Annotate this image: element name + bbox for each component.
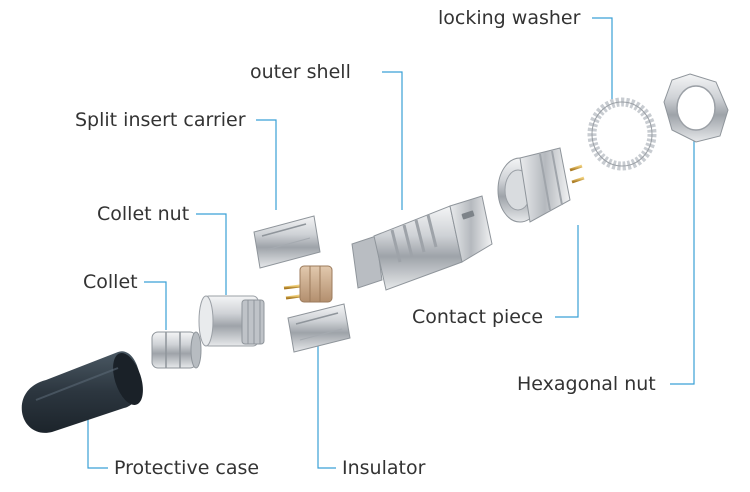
split-insert-carrier-lower [287, 303, 351, 353]
collet-nut [198, 295, 265, 347]
leader-hexagonal-nut [670, 130, 695, 385]
leader-locking-washer [592, 17, 613, 100]
label-collet-nut: Collet nut [97, 203, 189, 225]
label-insulator: Insulator [342, 457, 426, 479]
insulator [283, 265, 344, 303]
label-hexagonal-nut: Hexagonal nut [517, 373, 656, 395]
contact-piece [497, 147, 585, 223]
leader-collet [144, 281, 167, 330]
leader-split-insert-carrier [256, 119, 277, 210]
leader-lines [87, 17, 695, 469]
protective-case [21, 351, 143, 433]
split-insert-carrier-upper [253, 215, 321, 269]
leader-contact-piece [555, 225, 579, 318]
label-protective-case: Protective case [114, 457, 259, 479]
label-split-insert-carrier: Split insert carrier [75, 109, 246, 131]
leader-collet-nut [196, 213, 227, 295]
hexagonal-nut [663, 73, 729, 143]
outer-shell [351, 195, 493, 291]
leader-protective-case [87, 418, 108, 469]
label-locking-washer: locking washer [438, 7, 581, 29]
leader-outer-shell [382, 71, 403, 210]
leader-insulator [317, 340, 336, 469]
label-collet: Collet [83, 271, 138, 293]
labels: locking washer outer shell Split insert … [75, 7, 656, 479]
label-outer-shell: outer shell [250, 61, 351, 83]
locking-washer [587, 97, 657, 171]
collet [151, 331, 202, 369]
label-contact-piece: Contact piece [412, 306, 543, 328]
